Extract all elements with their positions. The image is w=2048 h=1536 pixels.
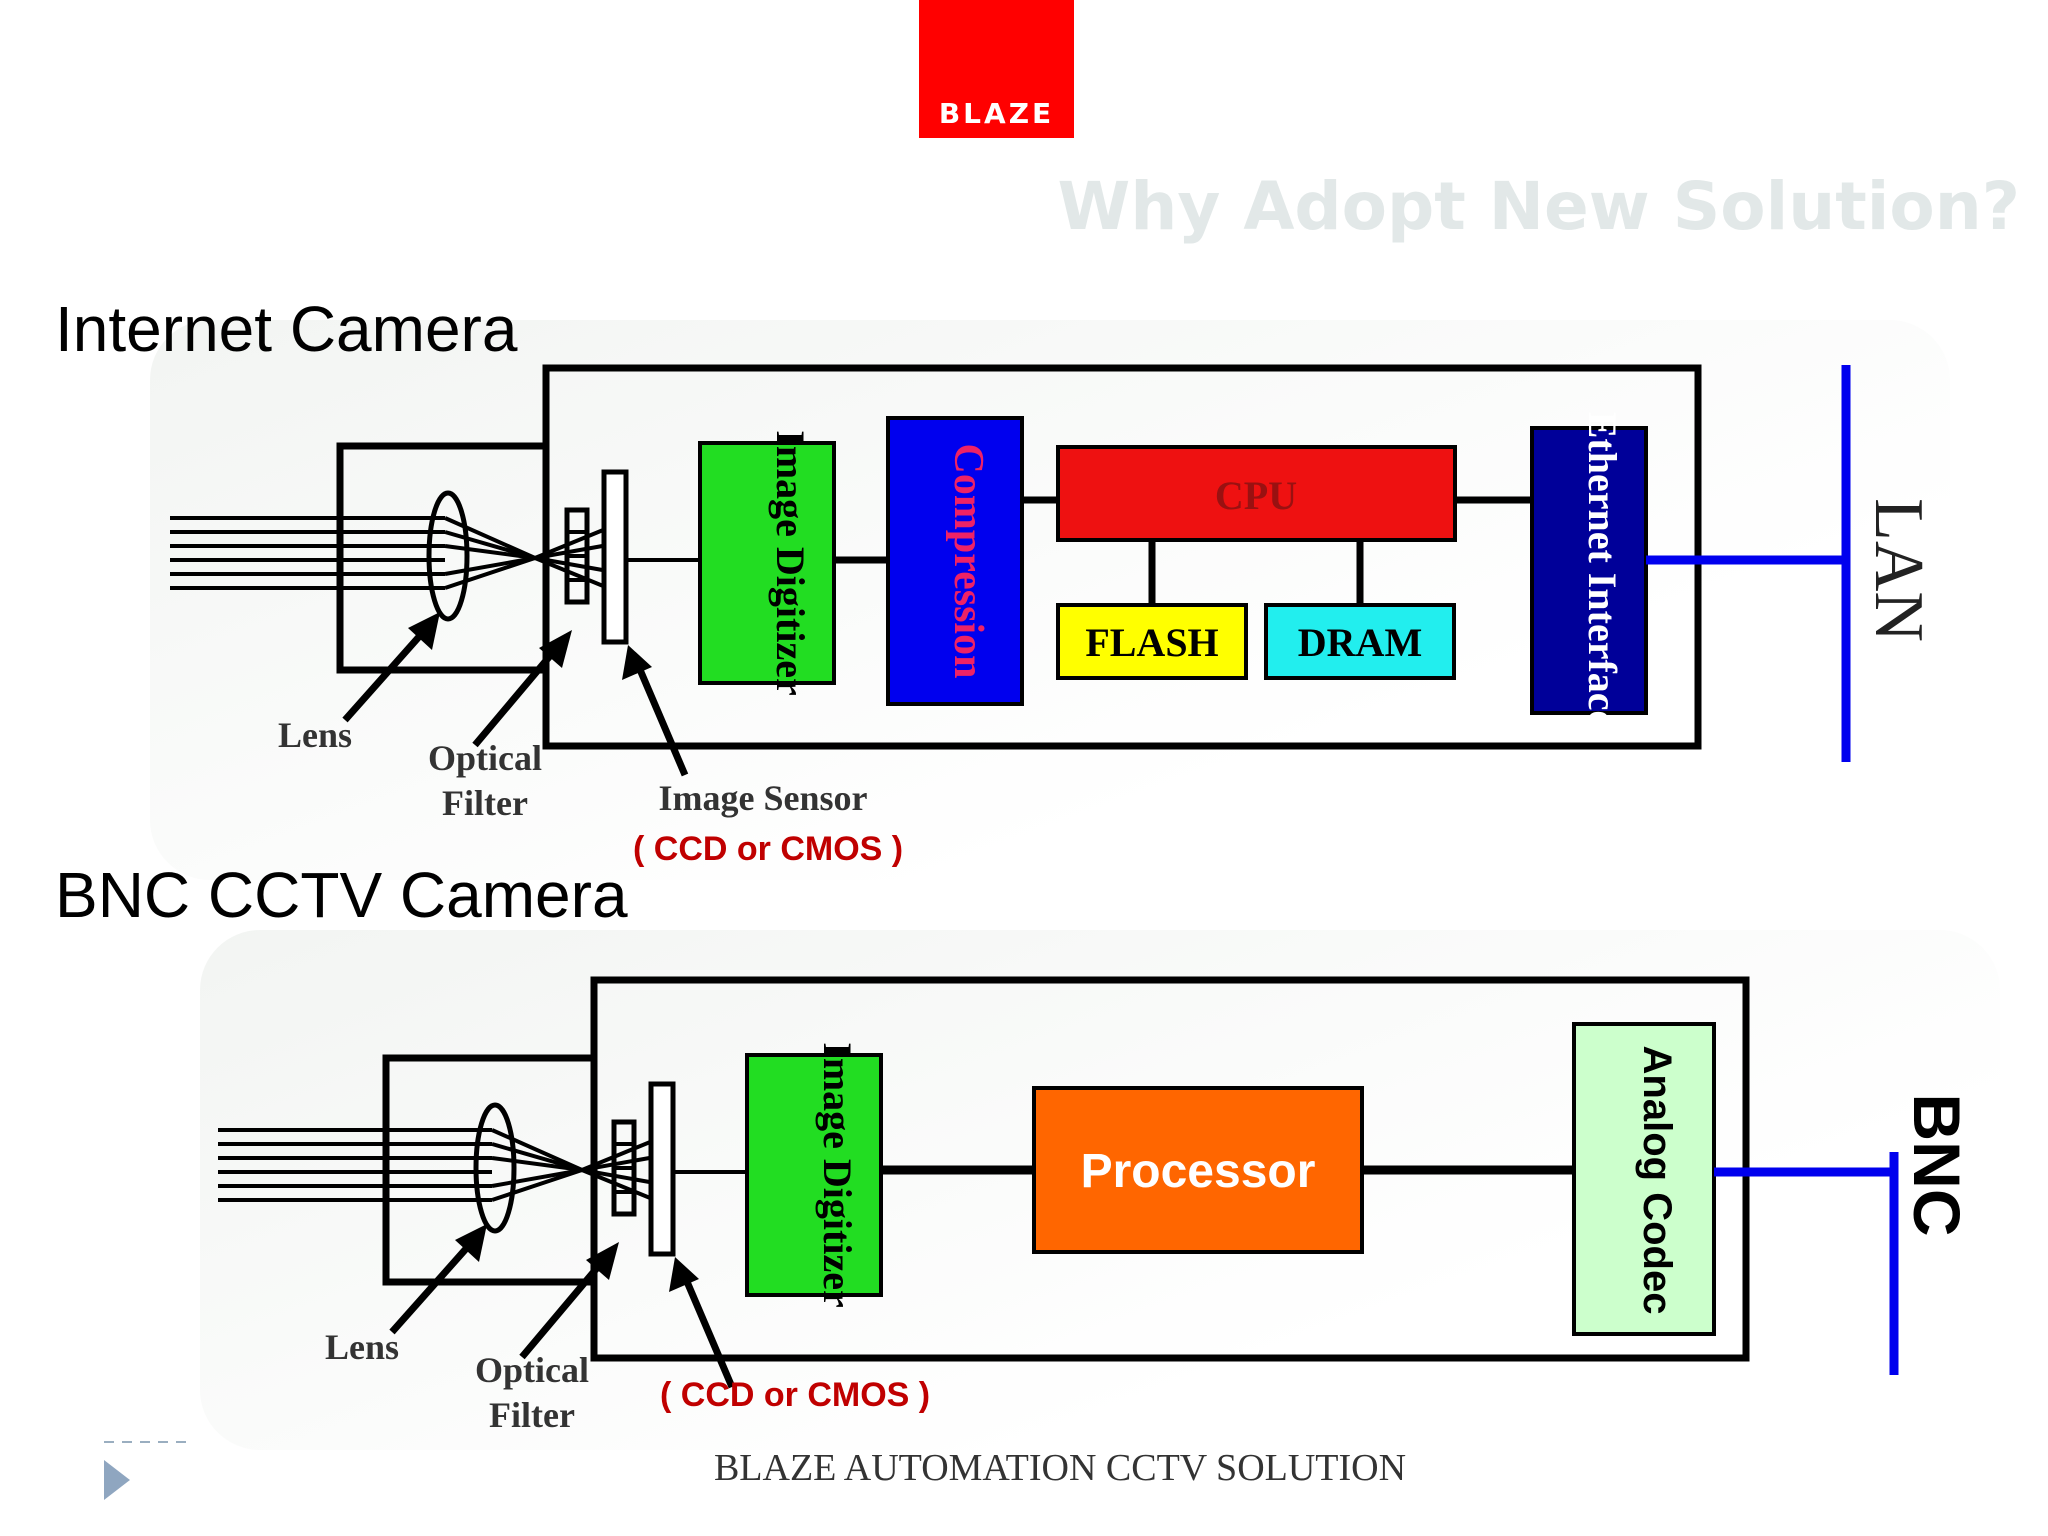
- analog-codec-block: [1572, 1022, 1716, 1336]
- lens-element: [426, 490, 470, 622]
- blaze-logo: BLAZE: [919, 0, 1074, 138]
- lens-element: [473, 1102, 517, 1234]
- processor-block: [1032, 1086, 1364, 1254]
- dram-block: [1264, 603, 1456, 680]
- cpu-label: CPU: [1215, 473, 1297, 518]
- light-rays: [218, 1128, 656, 1202]
- image-digitizer-label: Image Digitizer: [768, 430, 813, 695]
- lens-arrowhead: [455, 1224, 487, 1262]
- flash-label: FLASH: [1085, 620, 1218, 665]
- compression-label: Compression: [945, 444, 991, 679]
- image-sensor: [601, 469, 629, 645]
- flash-block: [1056, 603, 1248, 680]
- cpu-block: [1056, 445, 1457, 542]
- dram-label: DRAM: [1298, 620, 1422, 665]
- slide-title: Why Adopt New Solution?: [1057, 168, 2020, 245]
- compression-block: [886, 416, 1024, 706]
- internet-camera-title: Internet Camera: [55, 293, 518, 365]
- optical-filter-label-line2: Filter: [489, 1395, 575, 1435]
- logo-text: BLAZE: [938, 97, 1055, 130]
- analog-codec-label: Analog Codec: [1635, 1046, 1679, 1315]
- lens-label: Lens: [278, 715, 352, 755]
- lan-label: LAN: [1860, 498, 1937, 642]
- image-sensor: [648, 1081, 676, 1257]
- light-rays: [170, 516, 609, 590]
- internet-sensor-type-caption: ( CCD or CMOS ): [633, 830, 904, 868]
- filter-arrowhead: [539, 630, 572, 668]
- annotation-arrows: [389, 1239, 736, 1389]
- bullet-triangle-icon: [104, 1460, 130, 1500]
- sensor-arrowhead: [669, 1257, 699, 1292]
- bnc-sensor-type-caption: ( CCD or CMOS ): [660, 1376, 931, 1414]
- lens-label: Lens: [325, 1327, 399, 1367]
- processor-label: Processor: [1081, 1145, 1316, 1198]
- footer-text: BLAZE AUTOMATION CCTV SOLUTION: [713, 1447, 1407, 1489]
- image-digitizer-block: [698, 441, 836, 685]
- lens-arrowhead: [408, 612, 440, 650]
- optical-filter-label-line1: Optical: [428, 738, 542, 778]
- ethernet-interface-block: [1530, 426, 1648, 715]
- image-digitizer-block: [745, 1053, 883, 1297]
- image-sensor-label: Image Sensor: [659, 778, 868, 818]
- filter-arrowhead: [586, 1242, 619, 1280]
- ethernet-interface-label: Ethernet Interface: [1580, 412, 1625, 729]
- image-digitizer-label: Image Digitizer: [815, 1042, 860, 1307]
- sensor-arrowhead: [622, 645, 652, 680]
- bnc-camera-title: BNC CCTV Camera: [55, 859, 628, 931]
- optical-filter-label-line1: Optical: [475, 1350, 589, 1390]
- annotation-arrows: [342, 627, 689, 777]
- optical-filter-label-line2: Filter: [442, 783, 528, 823]
- bnc-label: BNC: [1900, 1094, 1974, 1237]
- background-wash: [150, 320, 1950, 880]
